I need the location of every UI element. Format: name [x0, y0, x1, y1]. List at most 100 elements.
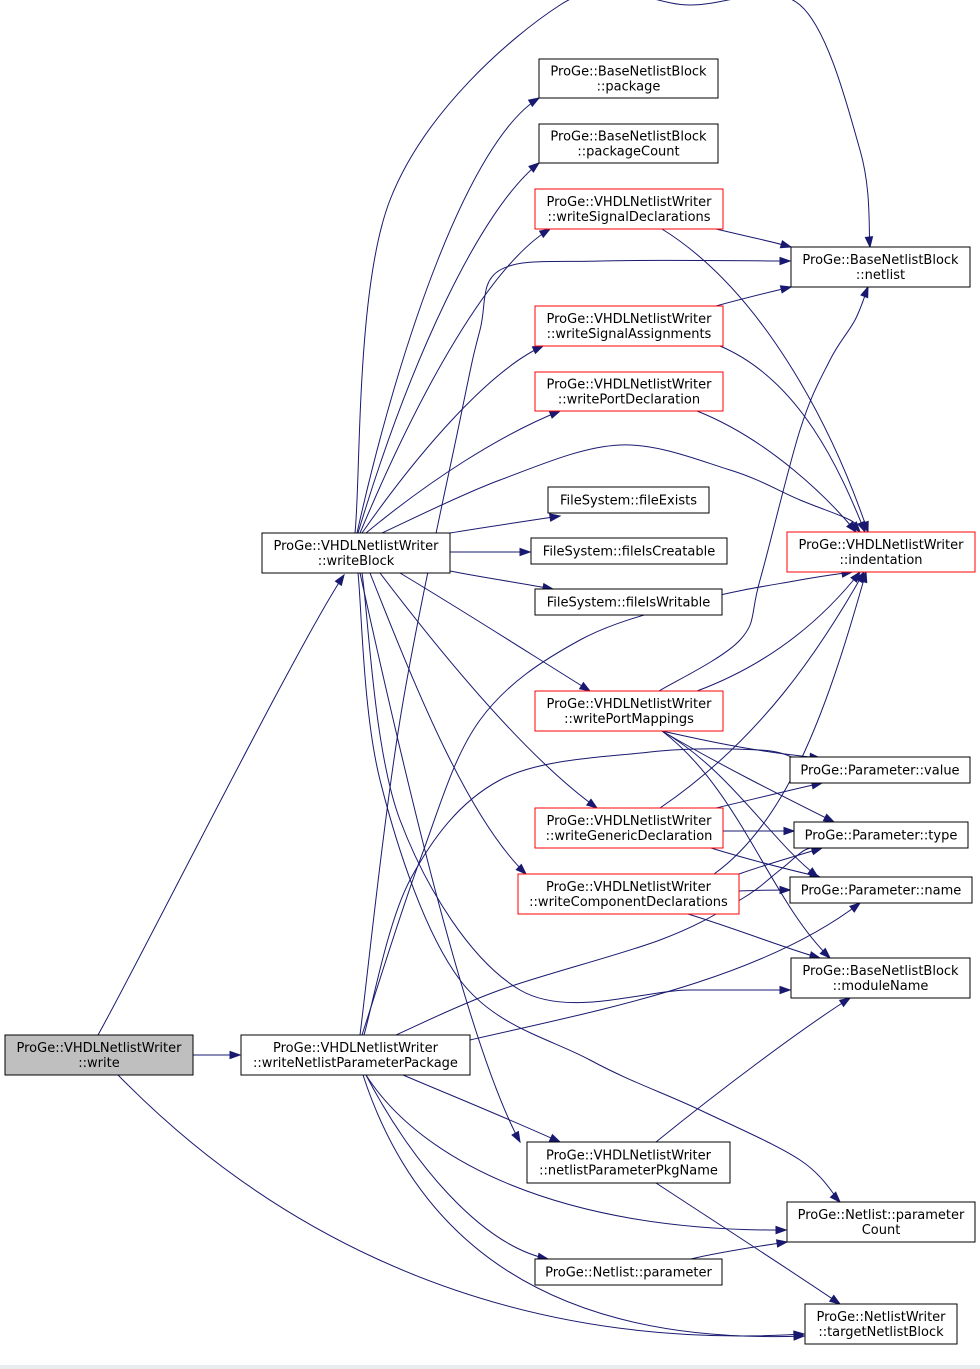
edge-netlistParameterPkgName-to-moduleName	[655, 997, 852, 1143]
node-targetNetlistBlock[interactable]: ProGe::NetlistWriter::targetNetlistBlock	[804, 1303, 958, 1345]
node-writeNetlistParameterPackage[interactable]: ProGe::VHDLNetlistWriter::writeNetlistPa…	[240, 1034, 471, 1076]
edge-line	[379, 572, 598, 809]
arrow-head-icon	[775, 1239, 789, 1248]
edge-writeComponentDeclarations-to-indentation	[713, 570, 868, 875]
node-netlistParameterPkgName[interactable]: ProGe::VHDLNetlistWriter::netlistParamet…	[526, 1141, 731, 1184]
node-label-line: ProGe::VHDLNetlistWriter	[546, 1149, 712, 1164]
node-label-line: ProGe::VHDLNetlistWriter	[547, 814, 713, 829]
node-label-line: ProGe::VHDLNetlistWriter	[547, 378, 713, 393]
arrow-head-icon	[538, 228, 552, 239]
node-label-line: ::writeSignalAssignments	[547, 327, 712, 342]
edge-writeBlock-to-netlistParameterPkgName	[359, 572, 521, 1144]
node-label-line: ProGe::VHDLNetlistWriter	[547, 195, 713, 210]
node-label-line: ::indentation	[839, 553, 922, 568]
node-writePortMappings[interactable]: ProGe::VHDLNetlistWriter::writePortMappi…	[534, 690, 724, 732]
node-indentation[interactable]: ProGe::VHDLNetlistWriter::indentation	[786, 531, 976, 573]
edge-line	[655, 997, 851, 1143]
node-writePortDeclaration[interactable]: ProGe::VHDLNetlistWriter::writePortDecla…	[534, 371, 724, 412]
node-value[interactable]: ProGe::Parameter::value	[789, 756, 971, 784]
node-type[interactable]: ProGe::Parameter::type	[793, 821, 969, 849]
edge-line	[359, 572, 521, 1143]
node-label-line: ::packageCount	[577, 145, 679, 160]
node-moduleName[interactable]: ProGe::BaseNetlistBlock::moduleName	[790, 957, 971, 999]
node-box	[534, 1258, 723, 1286]
node-writeSignalAssignments[interactable]: ProGe::VHDLNetlistWriter::writeSignalAss…	[534, 305, 724, 347]
node-label-line: ProGe::VHDLNetlistWriter	[547, 697, 713, 712]
edge-writeComponentDeclarations-to-name	[738, 885, 792, 895]
arrow-head-icon	[779, 239, 793, 249]
edge-writeBlock-to-writePortMappings	[399, 572, 592, 692]
arrow-head-icon	[775, 1225, 788, 1235]
node-label-line: ProGe::Parameter::name	[801, 884, 962, 899]
edge-write-to-writeNetlistParameterPackage	[192, 1050, 242, 1060]
node-box	[534, 188, 724, 230]
edge-line	[715, 782, 823, 809]
edges-layer	[97, 0, 874, 1341]
edge-line	[661, 730, 821, 759]
node-box	[790, 246, 971, 288]
node-box	[534, 690, 724, 732]
arrow-head-icon	[779, 256, 792, 266]
edge-line	[362, 1074, 805, 1338]
arrow-head-icon	[810, 847, 824, 856]
node-label-line: ProGe::Netlist::parameter	[545, 1266, 712, 1281]
node-fileExists[interactable]: FileSystem::fileExists	[547, 486, 710, 514]
edge-writeBlock-to-fileIsCreatable	[450, 547, 532, 557]
node-box	[789, 876, 973, 904]
node-netlist[interactable]: ProGe::BaseNetlistBlock::netlist	[790, 246, 971, 288]
edge-line	[715, 228, 792, 248]
arrow-head-icon	[828, 1294, 842, 1305]
edge-writeBlock-to-writeSignalAssignments	[361, 345, 545, 534]
edge-line	[696, 571, 861, 692]
node-label-line: ProGe::Parameter::type	[805, 829, 958, 844]
node-writeGenericDeclaration[interactable]: ProGe::VHDLNetlistWriter::writeGenericDe…	[534, 807, 724, 849]
edge-line	[359, 259, 791, 1036]
edge-writeBlock-to-fileExists	[449, 513, 562, 534]
edge-writeSignalAssignments-to-indentation	[719, 345, 866, 534]
arrow-head-icon	[822, 813, 836, 823]
node-box	[534, 588, 723, 616]
edge-line	[117, 1074, 805, 1337]
edge-writeBlock-to-netlist	[354, 0, 874, 534]
node-packageCount[interactable]: ProGe::BaseNetlistBlock::packageCount	[538, 123, 719, 164]
node-label-line: ProGe::BaseNetlistBlock	[802, 253, 959, 268]
arrow-head-icon	[819, 947, 832, 960]
node-fileIsWritable[interactable]: FileSystem::fileIsWritable	[534, 588, 723, 616]
node-label-line: ::moduleName	[833, 979, 929, 994]
edge-writePortMappings-to-name	[661, 730, 820, 878]
node-writeComponentDeclarations[interactable]: ProGe::VHDLNetlistWriter::writeComponent…	[517, 873, 740, 915]
edge-writeNetlistParameterPackage-to-name	[469, 902, 862, 1041]
arrow-head-icon	[864, 236, 874, 249]
edge-line	[361, 572, 790, 1004]
edge-writeNetlistParameterPackage-to-parameterCount	[365, 1074, 788, 1235]
node-box	[547, 486, 710, 514]
edge-line	[354, 0, 871, 534]
node-write[interactable]: ProGe::VHDLNetlistWriter::write	[4, 1034, 194, 1076]
footer-strip	[0, 1365, 980, 1369]
node-parameter[interactable]: ProGe::Netlist::parameter	[534, 1258, 723, 1286]
node-label-line: ProGe::VHDLNetlistWriter	[799, 538, 965, 553]
edge-line	[357, 572, 841, 1203]
node-writeSignalDeclarations[interactable]: ProGe::VHDLNetlistWriter::writeSignalDec…	[534, 188, 724, 230]
edge-writeNetlistParameterPackage-to-parameter	[365, 1074, 550, 1262]
node-package[interactable]: ProGe::BaseNetlistBlock::package	[538, 58, 719, 99]
edge-line	[661, 228, 869, 533]
edge-writePortMappings-to-type	[661, 730, 836, 823]
node-box	[534, 371, 724, 412]
node-label-line: ProGe::NetlistWriter	[816, 1310, 946, 1325]
edge-writeSignalDeclarations-to-netlist	[715, 228, 793, 249]
node-label-line: ::writePortMappings	[564, 712, 694, 727]
arrow-head-icon	[585, 798, 599, 809]
edge-line	[658, 286, 869, 692]
edge-writeNetlistParameterPackage-to-targetNetlistBlock	[362, 1074, 806, 1341]
edge-line	[661, 730, 835, 823]
node-writeBlock[interactable]: ProGe::VHDLNetlistWriter::writeBlock	[261, 532, 451, 574]
edge-line	[361, 571, 853, 1036]
node-box	[261, 532, 451, 574]
node-fileIsCreatable[interactable]: FileSystem::fileIsCreatable	[530, 537, 728, 565]
node-name[interactable]: ProGe::Parameter::name	[789, 876, 973, 904]
node-label-line: ProGe::VHDLNetlistWriter	[274, 539, 440, 554]
edge-writePortMappings-to-value	[661, 730, 822, 762]
